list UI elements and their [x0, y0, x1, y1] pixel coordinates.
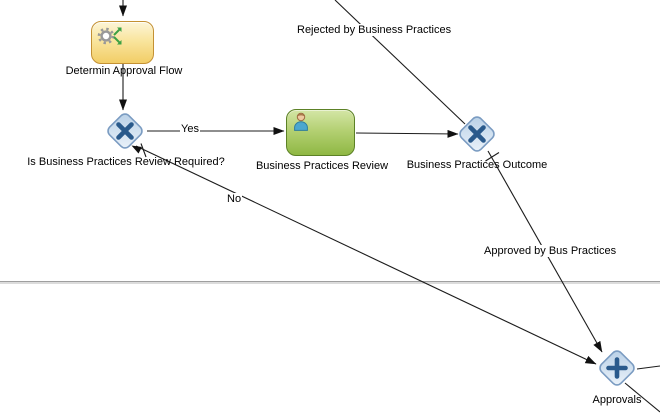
source-arrowhead [131, 145, 142, 154]
exclusive-x-icon [116, 122, 134, 140]
task-business-practices-review[interactable] [286, 109, 355, 156]
gateway-approvals[interactable] [594, 345, 640, 391]
parallel-plus-icon [606, 357, 628, 379]
flow-approvals-out-bottom[interactable] [624, 382, 660, 413]
exclusive-x-icon [468, 125, 486, 143]
gateway-is-review-required[interactable] [102, 108, 148, 154]
business-rule-gear-icon [96, 25, 124, 50]
flow-no[interactable] [131, 143, 597, 365]
flow-approvals-out-right[interactable] [636, 365, 660, 370]
flow-rejected[interactable] [334, 0, 466, 125]
default-flow-slash [140, 143, 147, 158]
gateway-business-practices-outcome[interactable] [454, 111, 500, 157]
flow-label-approved: Approved by Bus Practices [483, 245, 618, 257]
flow-review-to-outcome[interactable] [355, 129, 459, 138]
gateway-label-business-practices-outcome: Business Practices Outcome [406, 159, 548, 171]
task-label-business-practices-review: Business Practices Review [255, 160, 389, 172]
lane-divider [0, 281, 660, 284]
flow-label-yes: Yes [180, 123, 200, 135]
task-label-determine-approval-flow: Determin Approval Flow [65, 65, 183, 77]
default-flow-slash [485, 152, 500, 162]
flow-label-no: No [226, 193, 243, 205]
flow-label-rejected: Rejected by Business Practices [296, 24, 453, 36]
task-determine-approval-flow[interactable] [91, 21, 154, 64]
gateway-label-is-review-required: Is Business Practices Review Required? [27, 156, 225, 168]
gateway-label-approvals: Approvals [592, 394, 642, 406]
user-task-person-icon [293, 112, 309, 134]
